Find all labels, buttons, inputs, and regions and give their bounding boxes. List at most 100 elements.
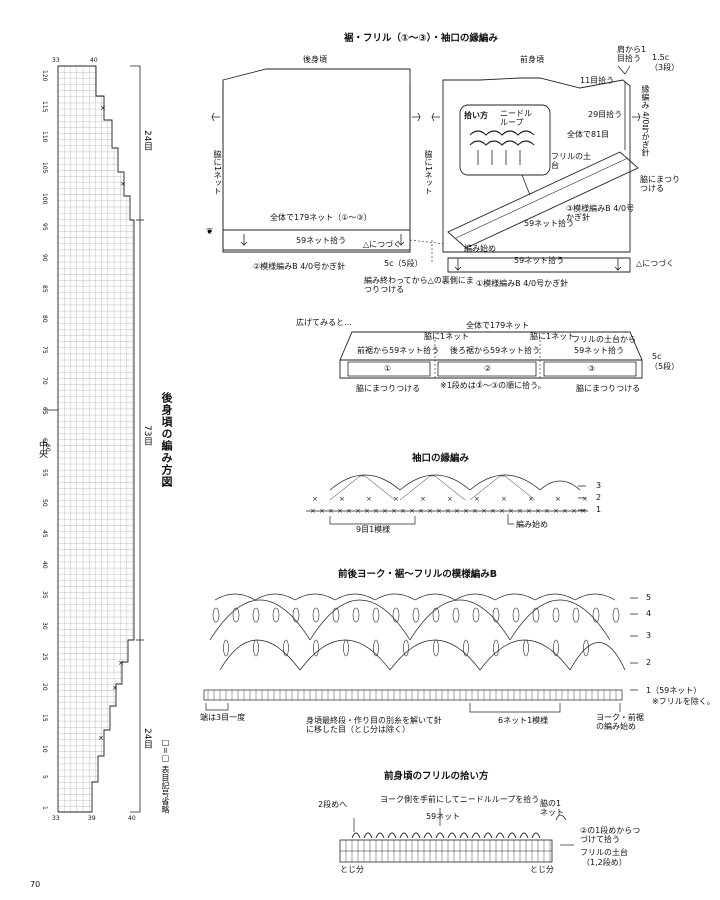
c15: 1.5c bbox=[652, 53, 670, 62]
spread-c5: 5c bbox=[652, 352, 662, 361]
svg-text:×: × bbox=[553, 507, 559, 515]
pattern-b-row-2: 2 bbox=[646, 658, 652, 667]
pattern-b-row-1: 1（59ネット） bbox=[646, 686, 702, 695]
svg-text:×: × bbox=[319, 507, 325, 515]
svg-text:×: × bbox=[420, 495, 426, 503]
spread-sew-right: 脇にまつりつける bbox=[576, 384, 641, 393]
frill-side: 脇の1ネット bbox=[540, 799, 564, 818]
continue-marker-2: △につづく bbox=[636, 259, 675, 268]
spread-note: ※1段めは①〜③の順に拾う。 bbox=[440, 381, 546, 390]
spread-back-hem: 後ろ裾から59ネット拾う bbox=[450, 346, 541, 355]
rows-mid-label: 73目 bbox=[142, 425, 152, 446]
pattern-b-title: 前後ヨーク・裾〜フリルの模様編みB bbox=[338, 569, 498, 580]
svg-text:×: × bbox=[98, 734, 104, 742]
svg-text:×: × bbox=[580, 507, 586, 515]
center-stitch: 60 bbox=[44, 444, 51, 452]
frill-base: フリルの土台 bbox=[580, 848, 628, 857]
svg-text:×: × bbox=[409, 507, 415, 515]
c5-label: 5c（5段） bbox=[384, 259, 423, 268]
svg-text:×: × bbox=[490, 507, 496, 515]
pattern-b-note: ※フリルを除く。 bbox=[652, 697, 715, 706]
spread-pick-59: 59ネット拾う bbox=[574, 346, 625, 355]
edging-label: 縁編み 4/0号かぎ針 bbox=[641, 85, 650, 157]
svg-text:×: × bbox=[463, 507, 469, 515]
pick-59-bottom: 59ネット拾う bbox=[514, 256, 565, 265]
svg-text:×: × bbox=[499, 507, 505, 515]
pattern-b-3: ③模様編みB 4/0号かぎ針 bbox=[566, 204, 635, 223]
spread-n3: ③ bbox=[588, 364, 596, 373]
side-net-left: 脇に1ネット bbox=[213, 150, 222, 196]
top-stitch-right: 40 bbox=[90, 57, 98, 64]
yoke-start: ヨーク・前裾の編み始め bbox=[596, 713, 644, 732]
back-chart-title: 後身頃の編み方図 bbox=[160, 392, 173, 488]
cuff-row-3: 3 bbox=[596, 481, 602, 490]
pick-11: 11目拾う bbox=[580, 76, 615, 85]
rows3: （3段） bbox=[650, 63, 680, 72]
to-row-2: 2段めへ bbox=[318, 800, 348, 809]
svg-text:×: × bbox=[517, 507, 523, 515]
svg-text:×: × bbox=[391, 507, 397, 515]
frill-pick-title: 前身頃のフリルの拾い方 bbox=[384, 771, 489, 782]
svg-text:×: × bbox=[508, 507, 514, 515]
total-81: 全体で81目 bbox=[567, 130, 610, 139]
spread-frill-from: フリルの土台から bbox=[572, 335, 636, 344]
spread-n2: ② bbox=[484, 364, 492, 373]
spread-title: 広げてみると… bbox=[296, 318, 352, 327]
rows-bottom-label: 24目 bbox=[142, 728, 152, 749]
bottom-stitch-right: 39 bbox=[88, 815, 96, 822]
pick-method: 拾い方 bbox=[464, 111, 488, 120]
pick-29: 29目拾う bbox=[588, 110, 623, 119]
seam-right: とじ分 bbox=[530, 865, 554, 874]
svg-text:×: × bbox=[481, 507, 487, 515]
spread-side-2: 脇に1ネット bbox=[530, 332, 576, 341]
cuff-title: 袖口の縁編み bbox=[412, 453, 470, 464]
svg-text:×: × bbox=[447, 495, 453, 503]
svg-text:×: × bbox=[571, 507, 577, 515]
svg-text:×: × bbox=[418, 507, 424, 515]
pick-59-back: 59ネット拾う bbox=[296, 236, 347, 245]
svg-text:×: × bbox=[555, 495, 561, 503]
back-label: 後身頃 bbox=[303, 55, 327, 64]
frill-base: フリルの土台 bbox=[551, 152, 591, 171]
cuff-row-2: 2 bbox=[596, 493, 602, 502]
svg-text:×: × bbox=[501, 495, 507, 503]
frill-from-row1: ②の1段めからつづけて拾う bbox=[580, 826, 641, 845]
svg-text:×: × bbox=[382, 507, 388, 515]
spread-side-1: 脇に1ネット bbox=[424, 332, 470, 341]
svg-text:×: × bbox=[544, 507, 550, 515]
edge-once: 端は3目一度 bbox=[200, 713, 246, 722]
svg-text:×: × bbox=[526, 507, 532, 515]
frill-nets: 59ネット bbox=[426, 812, 461, 821]
seam-left: とじ分 bbox=[340, 865, 364, 874]
svg-text:×: × bbox=[337, 507, 343, 515]
svg-text:×: × bbox=[339, 495, 345, 503]
svg-text:×: × bbox=[328, 507, 334, 515]
spread-front-hem: 前裾から59ネット拾う bbox=[357, 346, 440, 355]
svg-text:×: × bbox=[436, 507, 442, 515]
svg-text:×: × bbox=[427, 507, 433, 515]
cuff-start: 編み始め bbox=[516, 520, 548, 529]
svg-text:×: × bbox=[373, 507, 379, 515]
rows-top-label: 24目 bbox=[142, 130, 152, 151]
spread-n1: ① bbox=[384, 364, 392, 373]
front-label: 前身頃 bbox=[520, 55, 544, 64]
svg-text:×: × bbox=[582, 495, 588, 503]
frill-base-rows: （1,2段め） bbox=[582, 858, 627, 867]
svg-text:×: × bbox=[312, 495, 318, 503]
pattern-b-2: ②模様編みB 4/0号かぎ針 bbox=[253, 262, 346, 271]
svg-text:×: × bbox=[454, 507, 460, 515]
svg-text:×: × bbox=[355, 507, 361, 515]
from-shoulder: 肩から1目拾う bbox=[617, 45, 647, 64]
svg-text:×: × bbox=[562, 507, 568, 515]
center-label: 中央 bbox=[37, 440, 47, 458]
svg-text:×: × bbox=[366, 495, 372, 503]
svg-text:×: × bbox=[474, 495, 480, 503]
spread-sew-left: 脇にまつりつける bbox=[356, 384, 421, 393]
pattern-b-row-3: 3 bbox=[646, 631, 652, 640]
svg-text:×: × bbox=[364, 507, 370, 515]
svg-text:×: × bbox=[118, 659, 124, 667]
